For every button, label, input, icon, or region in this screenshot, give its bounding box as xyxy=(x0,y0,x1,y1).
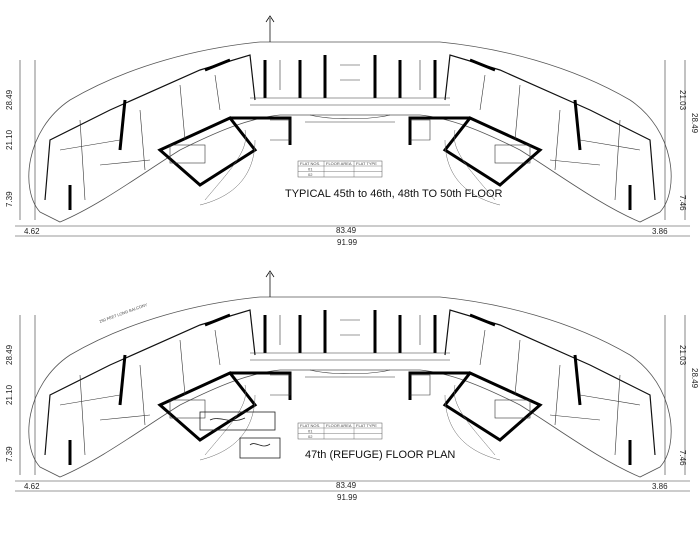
table-cell: 02 xyxy=(308,434,313,439)
svg-text:7.39: 7.39 xyxy=(5,446,14,462)
svg-text:3.86: 3.86 xyxy=(652,482,668,491)
approval-stamps xyxy=(199,411,281,459)
svg-text:21.03: 21.03 xyxy=(678,90,687,111)
table-header: FLAT NOS. xyxy=(300,423,320,428)
balcony-note: 250 FEET LONG BALCONY xyxy=(99,302,149,324)
svg-text:28.49: 28.49 xyxy=(690,113,699,134)
svg-text:28.49: 28.49 xyxy=(690,368,699,389)
plan-title: 47th (REFUGE) FLOOR PLAN xyxy=(305,449,455,461)
area-table: FLAT NOS. FLOOR AREA FLAT TYPE 01 02 xyxy=(297,422,383,440)
svg-text:4.62: 4.62 xyxy=(24,482,40,491)
svg-text:21.03: 21.03 xyxy=(678,345,687,366)
table-cell: 02 xyxy=(308,172,313,177)
plan-refuge: 250 FEET LONG BALCONY FLAT NOS. FLOOR AR… xyxy=(5,269,699,502)
svg-text:7.46: 7.46 xyxy=(678,195,687,211)
svg-text:3.86: 3.86 xyxy=(652,227,668,236)
svg-text:83.49: 83.49 xyxy=(336,226,357,235)
plan-typical: FLAT NOS. FLOOR AREA FLAT TYPE 01 02 TYP… xyxy=(5,14,699,247)
svg-text:21.10: 21.10 xyxy=(5,384,14,405)
svg-text:4.62: 4.62 xyxy=(24,227,40,236)
area-table: FLAT NOS. FLOOR AREA FLAT TYPE 01 02 xyxy=(297,160,383,178)
svg-text:28.49: 28.49 xyxy=(5,344,14,365)
table-header: FLOOR AREA xyxy=(326,161,352,166)
svg-text:83.49: 83.49 xyxy=(336,481,357,490)
table-cell: 01 xyxy=(308,429,313,434)
svg-text:28.49: 28.49 xyxy=(5,89,14,110)
plan-title: TYPICAL 45th to 46th, 48th TO 50th FLOOR xyxy=(285,188,503,200)
table-header: FLAT TYPE xyxy=(356,423,377,428)
table-cell: 01 xyxy=(308,167,313,172)
table-header: FLOOR AREA xyxy=(326,423,352,428)
svg-text:91.99: 91.99 xyxy=(337,238,358,247)
svg-text:21.10: 21.10 xyxy=(5,129,14,150)
table-header: FLAT NOS. xyxy=(300,161,320,166)
svg-text:7.39: 7.39 xyxy=(5,191,14,207)
svg-text:91.99: 91.99 xyxy=(337,493,358,502)
table-header: FLAT TYPE xyxy=(356,161,377,166)
svg-text:7.46: 7.46 xyxy=(678,450,687,466)
